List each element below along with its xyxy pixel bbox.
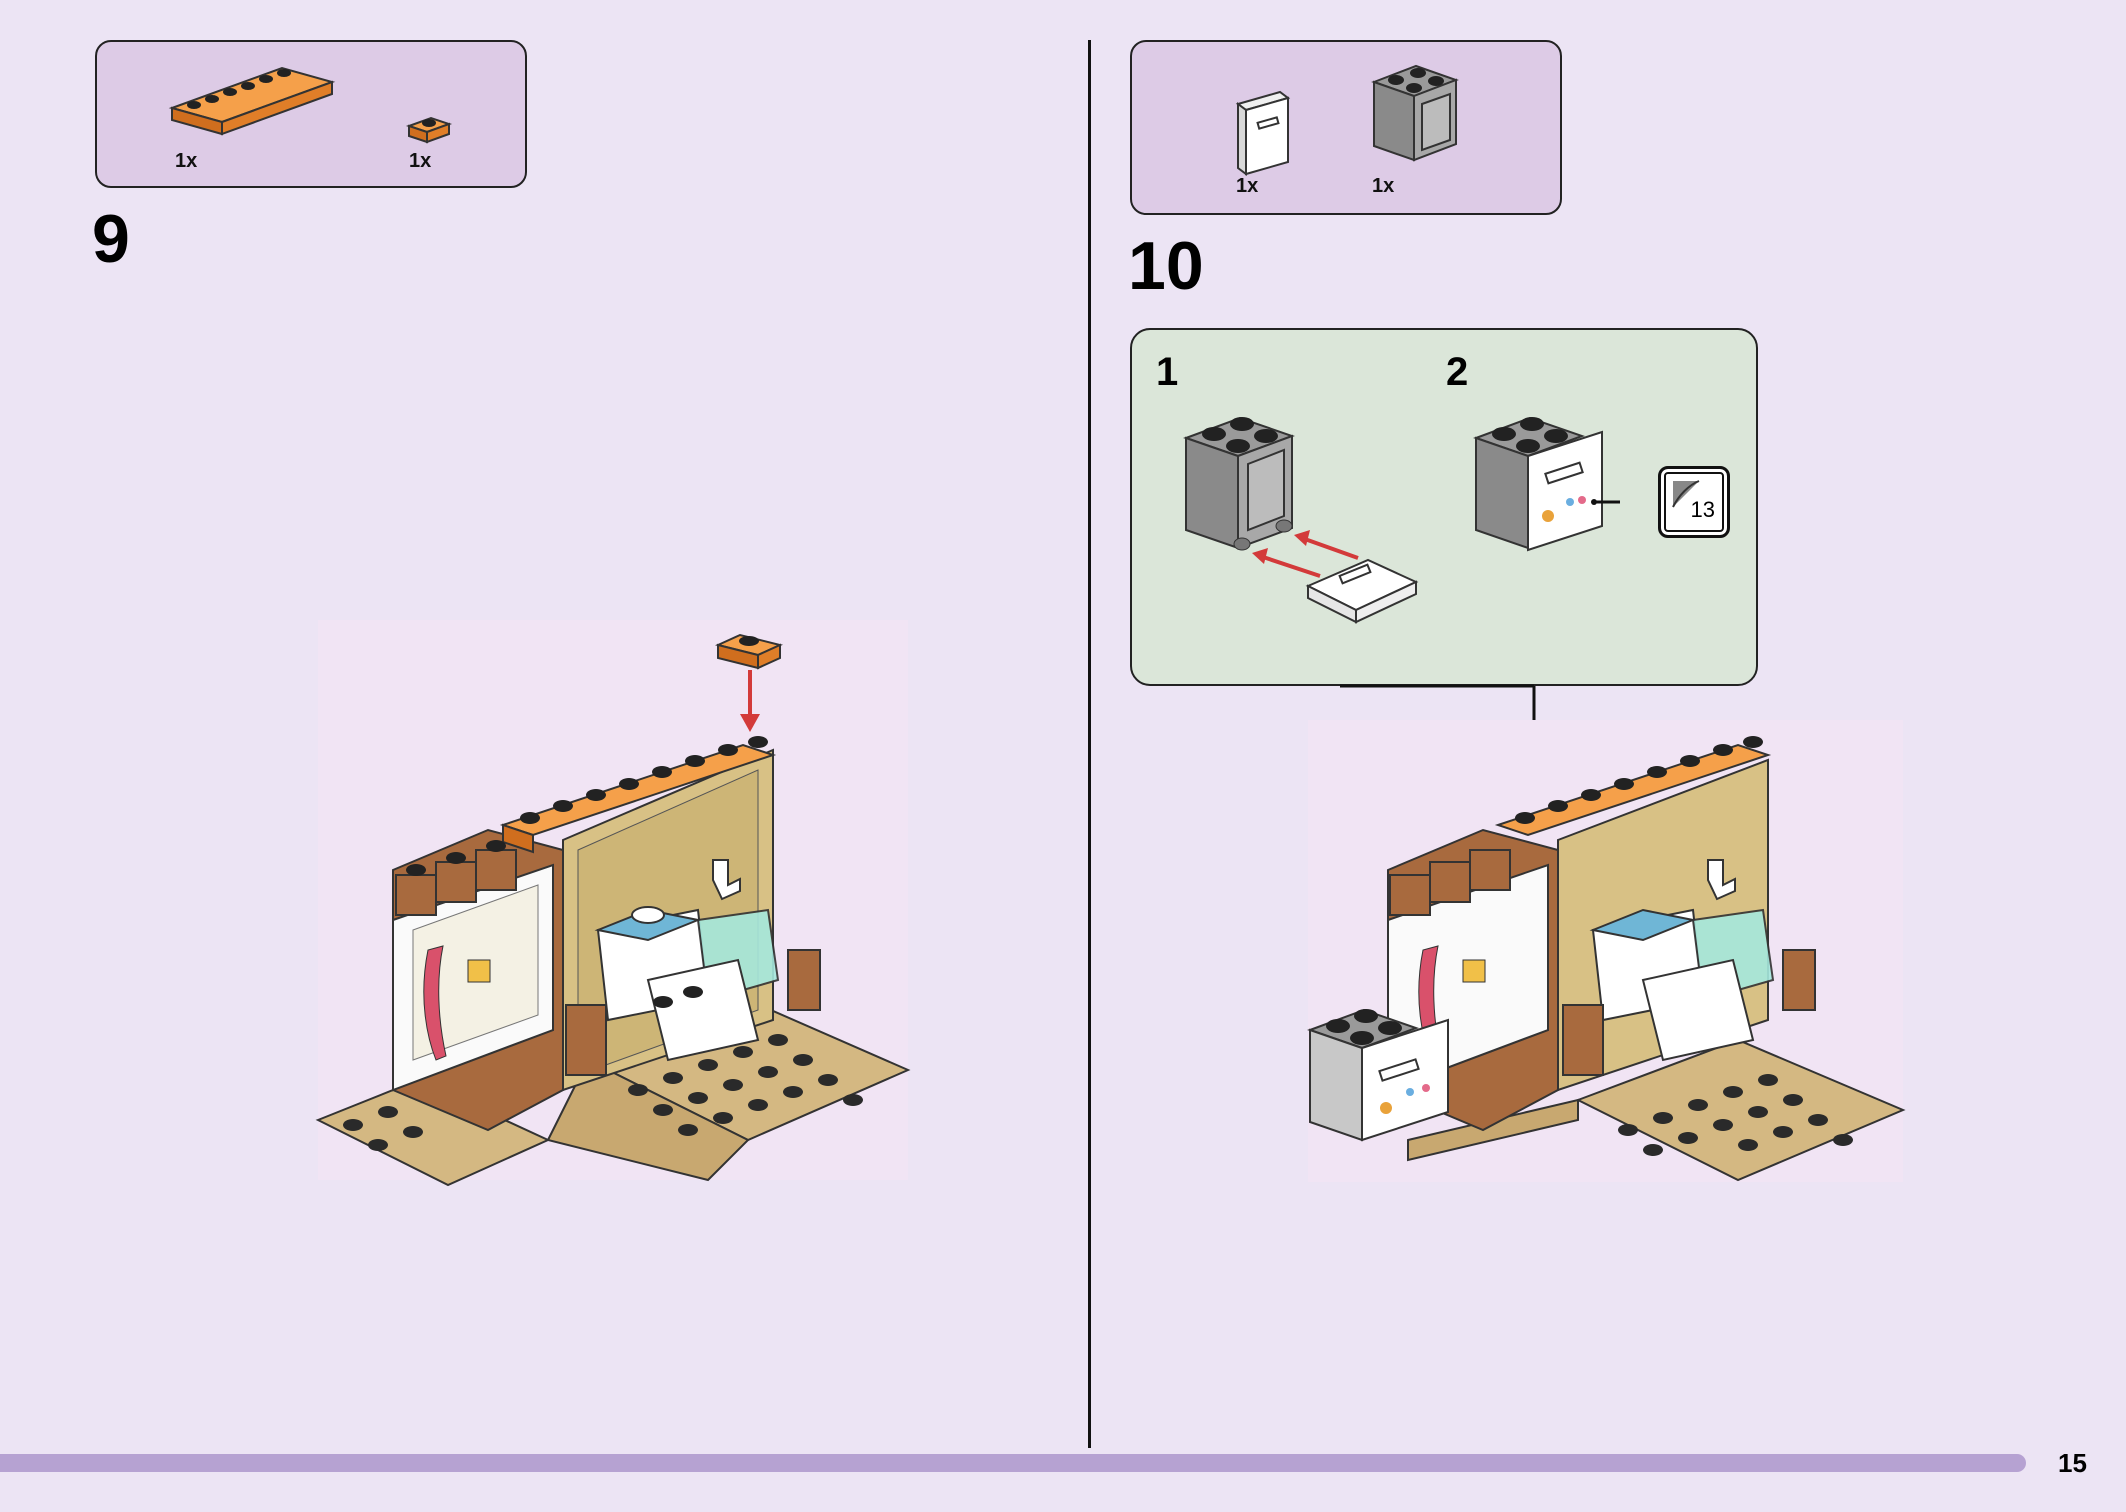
step10-parts-box: 1x 1x xyxy=(1130,40,1562,215)
subassembly-callout: 1 2 13 xyxy=(1130,328,1758,686)
page-divider xyxy=(1088,40,1091,1448)
step-number: 9 xyxy=(92,201,130,277)
sticker-number: 13 xyxy=(1690,497,1715,522)
step-number: 10 xyxy=(1128,228,1204,304)
part-qty: 1x xyxy=(175,150,198,172)
step9-model-illustration xyxy=(315,620,911,1187)
substep1-illustration xyxy=(1183,416,1419,624)
part-qty: 1x xyxy=(1236,175,1259,197)
orange-plate-1x1-icon xyxy=(405,116,453,144)
sticker-curl-icon xyxy=(1672,480,1700,508)
step10-model-illustration xyxy=(1307,720,1906,1182)
gray-cupboard-2x2-icon xyxy=(1371,64,1459,162)
substep-number: 2 xyxy=(1446,350,1469,394)
white-oven-door-icon xyxy=(1235,90,1291,176)
part-qty: 1x xyxy=(1372,175,1395,197)
substep-number: 1 xyxy=(1156,350,1179,394)
orange-plate-1x6-icon xyxy=(168,66,336,136)
page-number: 15 xyxy=(2058,1448,2087,1478)
sticker-reference: 13 xyxy=(1658,466,1730,538)
page-footer-bar xyxy=(0,1454,2026,1472)
step9-parts-box: 1x 1x xyxy=(95,40,527,188)
part-qty: 1x xyxy=(409,150,432,172)
substep2-illustration xyxy=(1473,416,1620,552)
